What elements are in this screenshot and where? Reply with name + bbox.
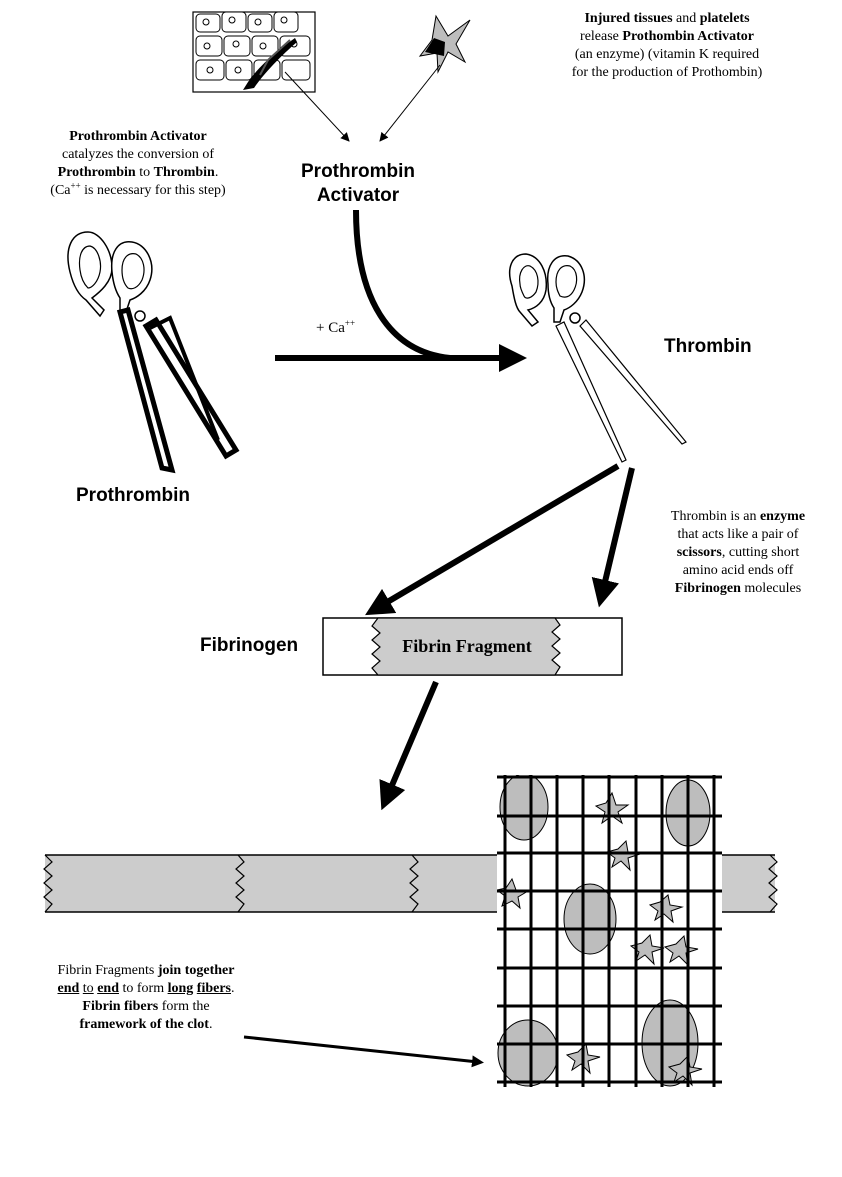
thrombin-scissors-icon (508, 253, 687, 463)
platelet-icon (418, 14, 471, 74)
fibrinogen-molecule (322, 617, 623, 676)
fibrinogen-label: Fibrinogen (200, 635, 299, 656)
clot-mesh-icon (497, 775, 722, 1087)
activator-note: Prothrombin Activator catalyzes the conv… (50, 129, 226, 198)
calcium-label: + Ca++ (316, 318, 356, 337)
tissue-cells-icon (192, 11, 316, 93)
fibers-note: Fibrin Fragments join together end to en… (57, 963, 235, 1032)
injured-tissue-note: Injured tissues and platelets release Pr… (571, 11, 763, 80)
thrombin-label: Thrombin (664, 336, 752, 357)
fibrin-fragment-label: Fibrin Fragment (402, 636, 532, 656)
prothrombin-label: Prothrombin (76, 485, 190, 506)
thrombin-note: Thrombin is an enzyme that acts like a p… (670, 509, 806, 596)
prothrombin-scissors-icon (67, 231, 240, 474)
prothrombin-activator-label: Prothrombin Activator (301, 161, 415, 206)
